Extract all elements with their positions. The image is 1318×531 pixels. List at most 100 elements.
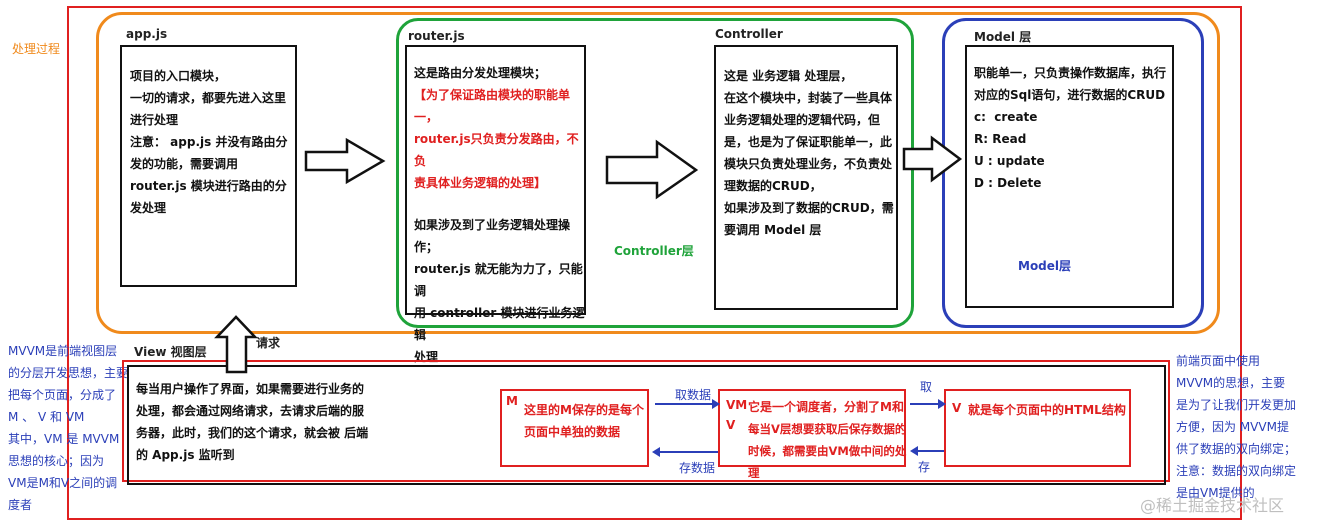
arrow-head-icon (938, 399, 946, 409)
controller-box (714, 45, 898, 310)
controller-layer-label: Controller层 (614, 244, 694, 258)
routerjs-title: router.js (408, 29, 465, 43)
text-line-highlight: 【为了保证路由模块的职能单一， (414, 88, 571, 124)
text-line: 发处理 (130, 201, 167, 215)
arrow-right-icon (304, 137, 386, 185)
text-line: D : Delete (974, 176, 1042, 190)
text-line: 这里的M保存的是每个 (524, 403, 644, 417)
text-line: 业务逻辑处理的逻辑代码，但 (724, 113, 881, 127)
text-line: 务器，此时，我们的这个请求，就会被 后端 (136, 426, 369, 440)
model-title: Model 层 (974, 30, 1032, 44)
vm-box (718, 389, 906, 467)
text-line: router.js 模块进行路由的分 (130, 179, 287, 193)
text-line: R: Read (974, 132, 1027, 146)
save-label: 存 (918, 460, 931, 474)
appjs-box (120, 45, 297, 287)
vm-text: 它是一个调度者，分割了M和 每当V层想要获取后保存数据的 时候，都需要由VM做中… (748, 396, 908, 484)
arrow-up-icon (214, 315, 258, 374)
text-line: 进行处理 (130, 113, 179, 127)
text-line: 是由VM提供的 (1176, 486, 1255, 500)
text-line: 是为了让我们开发更加 (1176, 398, 1297, 412)
take-label: 取 (920, 380, 933, 394)
mvvm-left-note: MVVM是前端视图层 的分层开发思想，主要 把每个页面，分成了 M 、 V 和 … (8, 340, 128, 516)
text-line: 模块只负责处理业务，不负责处 (724, 157, 893, 171)
arrow-right-icon (605, 139, 699, 200)
appjs-text: 项目的入口模块， 一切的请求，都要先进入这里 进行处理 注意： app.js 并… (130, 65, 295, 219)
backend-frame (96, 12, 1220, 334)
view-text: 每当用户操作了界面，如果需要进行业务的 处理，都会通过网络请求，去请求后端的服 … (136, 378, 371, 466)
text-line: U : update (974, 154, 1045, 168)
text-line: 在这个模块中，封装了一些具体 (724, 91, 893, 105)
text-line: 的分层开发思想，主要 (8, 366, 129, 380)
text-line: c: create (974, 110, 1038, 124)
model-frame (942, 18, 1204, 328)
text-line: 如果涉及到了业务逻辑处理操作； (414, 218, 571, 254)
text-line-highlight: 责具体业务逻辑的处理】 (414, 176, 547, 190)
text-line: 处理，都会通过网络请求，去请求后端的服 (136, 404, 365, 418)
text-line: 注意： app.js 并没有路由分 (130, 135, 288, 149)
text-line: 页面中单独的数据 (524, 425, 621, 439)
text-line: 要调用 Model 层 (724, 223, 822, 237)
m-tag: M (506, 394, 518, 408)
m-text: 这里的M保存的是每个 页面中单独的数据 (524, 399, 649, 443)
view-title: View 视图层 (134, 345, 207, 359)
text-line: 每当用户操作了界面，如果需要进行业务的 (136, 382, 365, 396)
v-box (944, 389, 1131, 467)
text-line: 注意：数据的双向绑定 (1176, 464, 1297, 478)
request-label: 请求 (256, 336, 281, 350)
text-line: 项目的入口模块， (130, 69, 227, 83)
text-line: MVVM是前端视图层 (8, 344, 118, 358)
arrow-head-icon (652, 447, 660, 457)
arrow-right-icon (902, 135, 963, 183)
text-line: 发的功能，需要调用 (130, 157, 239, 171)
text-line: 理数据的CRUD， (724, 179, 822, 193)
text-line: MVVM的思想，主要 (1176, 376, 1286, 390)
text-line: 方便，因为 MVVM提 (1176, 420, 1289, 434)
v-tag: V (952, 401, 962, 415)
appjs-title: app.js (126, 27, 168, 41)
text-line: 如果涉及到了数据的CRUD，需 (724, 201, 894, 215)
routerjs-box (405, 45, 586, 315)
text-line: 这是路由分发处理模块； (414, 66, 547, 80)
router-controller-frame (396, 18, 914, 328)
text-line: 对应的Sql语句，进行数据的CRUD (974, 88, 1166, 102)
text-line: M 、 V 和 VM (8, 410, 85, 424)
vm-v-tag: V (726, 418, 736, 432)
view-inner-frame (127, 365, 1166, 485)
text-line: 职能单一，只负责操作数据库，执行 (974, 66, 1167, 80)
text-line: 这是 业务逻辑 处理层， (724, 69, 853, 83)
controller-text: 这是 业务逻辑 处理层， 在这个模块中，封装了一些具体 业务逻辑处理的逻辑代码，… (724, 65, 900, 241)
text-line: VM是M和V之间的调 (8, 476, 118, 490)
text-line: 是，也是为了保证职能单一，此 (724, 135, 893, 149)
fetch-data-label: 取数据 (675, 388, 712, 402)
m-box (500, 389, 649, 467)
text-line: 思想的核心；因为 (8, 454, 105, 468)
text-line-highlight: router.js只负责分发路由，不负 (414, 132, 579, 168)
process-label: 处理过程 (12, 42, 61, 56)
model-box (965, 45, 1174, 308)
text-line: 前端页面中使用 (1176, 354, 1261, 368)
text-line: 一切的请求，都要先进入这里 (130, 91, 287, 105)
outer-frame (67, 6, 1242, 520)
text-line: 它是一个调度者，分割了M和 (748, 400, 904, 414)
text-line: 用 controller 模块进行业务逻辑 (414, 306, 585, 342)
mvvm-right-note: 前端页面中使用 MVVM的思想，主要 是为了让我们开发更加 方便，因为 MVVM… (1176, 350, 1316, 504)
text-line: 度者 (8, 498, 33, 512)
text-line: 把每个页面，分成了 (8, 388, 117, 402)
watermark: @稀土掘金技术社区 (1140, 496, 1285, 515)
text-line: 供了数据的双向绑定； (1176, 442, 1297, 456)
store-data-label: 存数据 (679, 461, 716, 475)
view-outer-frame (122, 360, 1170, 482)
model-layer-label: Model层 (1018, 259, 1072, 273)
v-text: 就是每个页面中的HTML结构 (968, 403, 1126, 417)
vm-tag: VM (726, 398, 748, 412)
routerjs-text: 这是路由分发处理模块； 【为了保证路由模块的职能单一， router.js只负责… (414, 62, 586, 368)
text-line: 时候，都需要由VM做中间的处理 (748, 444, 907, 480)
controller-title: Controller (715, 27, 783, 41)
arrow-head-icon (910, 446, 918, 456)
text-line: 其中，VM 是 MVVM (8, 432, 120, 446)
text-line: router.js 就无能为力了，只能调 (414, 262, 583, 298)
text-line: 的 App.js 监听到 (136, 448, 235, 462)
model-text: 职能单一，只负责操作数据库，执行 对应的Sql语句，进行数据的CRUD c: c… (974, 62, 1174, 194)
